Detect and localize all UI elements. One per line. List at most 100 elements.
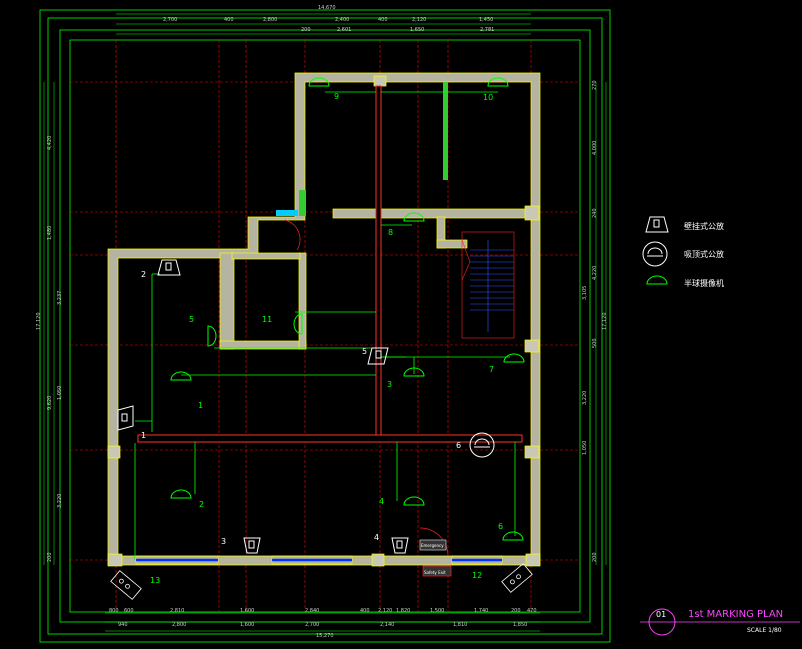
room-label-2: 2 xyxy=(199,500,204,509)
drawing-number: 01 xyxy=(656,610,666,619)
dome-camera-icon xyxy=(207,325,217,347)
room-label-8: 8 xyxy=(388,228,393,237)
dim-top2-1: 200 xyxy=(301,27,311,33)
title-block: 01 1st MARKING PLAN SCALE 1/80 xyxy=(640,608,800,636)
room-label-12: 12 xyxy=(472,571,482,580)
dome-cameras xyxy=(170,77,525,541)
dome-camera-icon xyxy=(503,353,525,363)
room-label-10: 10 xyxy=(483,93,493,102)
dim-top-overall: 14,670 xyxy=(318,5,336,11)
room-label-7: 7 xyxy=(489,365,494,374)
wall-mounted-speaker-icon xyxy=(391,537,409,554)
drawing-frame xyxy=(39,9,611,643)
dome-camera-icon xyxy=(308,77,330,87)
dim-right-5: 3,105 xyxy=(582,286,588,300)
axis-grid xyxy=(70,40,580,612)
dim-right-4: 4,220 xyxy=(592,266,598,280)
dim-bot2-4: 2,700 xyxy=(305,622,319,628)
room-labels: 1 2 3 4 5 6 7 8 9 10 11 12 13 xyxy=(150,92,503,585)
dim-bot-9: 1,500 xyxy=(430,608,444,614)
dim-bot2-3: 1,600 xyxy=(240,622,254,628)
dim-bot-overall: 15,270 xyxy=(316,633,334,639)
dim-bot-12: 470 xyxy=(527,608,537,614)
ceiling-speaker-icon xyxy=(469,432,495,458)
dim-bot-1: 800 xyxy=(109,608,119,614)
legend-label-wall-speaker: 壁挂式公放 xyxy=(684,221,724,231)
dome-camera-icon xyxy=(502,531,524,541)
marker-5: 5 xyxy=(362,347,367,356)
dim-bot2-1: 940 xyxy=(118,622,128,628)
room-label-6: 6 xyxy=(498,522,503,531)
dim-bot-8: 1,820 xyxy=(396,608,410,614)
dim-left-6: 3,220 xyxy=(57,494,63,508)
dim-right-8: 1,050 xyxy=(582,441,588,455)
room-label-3: 3 xyxy=(387,380,392,389)
wiring xyxy=(134,91,516,560)
dim-right-3: 240 xyxy=(592,208,598,218)
dome-camera-icon xyxy=(170,489,192,499)
dim-right-6: 500 xyxy=(592,338,598,348)
dome-camera-icon xyxy=(646,275,668,285)
dim-top-5: 400 xyxy=(378,17,388,23)
wall-mounted-speaker-icon xyxy=(157,259,181,276)
room-label-9: 9 xyxy=(334,92,339,101)
legend-item-dome-camera: 半球摄像机 xyxy=(646,275,724,288)
drawing-title: 1st MARKING PLAN xyxy=(688,609,783,620)
dim-bot2-7: 1,850 xyxy=(513,622,527,628)
dim-top-3: 2,800 xyxy=(263,17,277,23)
marker-4: 4 xyxy=(374,533,379,542)
corner-cameras xyxy=(110,563,533,600)
staircase xyxy=(461,231,515,339)
windows xyxy=(135,210,503,565)
exit-label: Safety Exit xyxy=(424,570,446,575)
dim-left-7: 200 xyxy=(47,552,53,562)
dim-right-overall: 17,120 xyxy=(602,313,608,331)
dim-left-4: 9,620 xyxy=(47,396,53,410)
dim-bot2-6: 1,810 xyxy=(453,622,467,628)
drawing-scale: SCALE 1/80 xyxy=(747,627,782,634)
marker-6: 6 xyxy=(456,441,461,450)
walls xyxy=(107,72,541,566)
marker-1: 1 xyxy=(141,431,146,440)
dim-left-5: 1,050 xyxy=(57,386,63,400)
exterior-camera-icon xyxy=(110,570,142,600)
dome-camera-icon xyxy=(170,371,192,381)
room-label-13: 13 xyxy=(150,576,160,585)
legend-item-ceiling-speaker: 吸顶式公放 xyxy=(642,241,724,267)
legend: 壁挂式公放 吸顶式公放 半球摄像机 xyxy=(642,216,724,288)
dim-left-2: 1,480 xyxy=(47,226,53,240)
dim-top-2: 400 xyxy=(224,17,234,23)
wall-mounted-speaker-icon xyxy=(243,537,261,554)
dim-top-1: 2,700 xyxy=(163,17,177,23)
dim-top2-2: 2,601 xyxy=(337,27,351,33)
dim-right-7: 3,220 xyxy=(582,391,588,405)
dim-bot2-5: 2,140 xyxy=(380,622,394,628)
dim-top-7: 1,450 xyxy=(479,17,493,23)
dome-camera-icon xyxy=(403,496,425,506)
dim-left-1: 4,420 xyxy=(47,136,53,150)
dome-camera-icon xyxy=(403,367,425,377)
emergency-label: Emergency xyxy=(421,543,444,548)
partitions xyxy=(299,82,448,216)
marker-3: 3 xyxy=(221,537,226,546)
dim-bot-6: 400 xyxy=(360,608,370,614)
wall-speakers xyxy=(117,259,495,554)
dim-left-overall: 17,120 xyxy=(36,313,42,331)
dim-right-1: 270 xyxy=(592,80,598,90)
wall-mounted-speaker-icon xyxy=(367,347,389,365)
room-label-4: 4 xyxy=(379,497,384,506)
room-label-11: 11 xyxy=(262,315,272,324)
wall-mounted-speaker-icon xyxy=(645,216,669,233)
dim-bot-11: 200 xyxy=(511,608,521,614)
dim-top2-4: 2,781 xyxy=(480,27,494,33)
legend-item-wall-speaker: 壁挂式公放 xyxy=(645,216,724,233)
dim-top-4: 2,400 xyxy=(335,17,349,23)
dim-right-2: 4,000 xyxy=(592,141,598,155)
wall-mounted-speaker-icon xyxy=(117,405,134,431)
dim-bot-4: 1,600 xyxy=(240,608,254,614)
room-label-5: 5 xyxy=(189,315,194,324)
dome-camera-icon xyxy=(293,313,303,335)
dim-top-6: 2,120 xyxy=(412,17,426,23)
doors xyxy=(284,219,452,577)
